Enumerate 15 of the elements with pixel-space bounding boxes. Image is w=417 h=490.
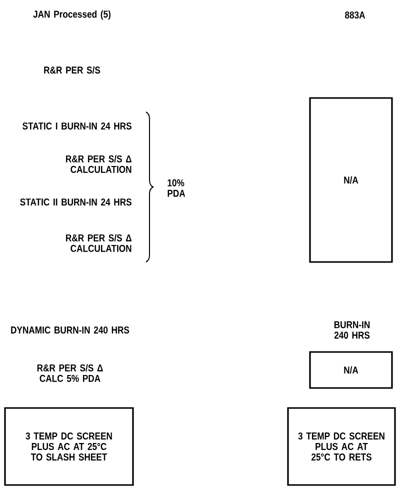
text-box: N/A <box>309 351 393 389</box>
step-label: R&R PER S/S Δ CALC 5% PDA <box>37 364 103 382</box>
text-box: 3 TEMP DC SCREEN PLUS AC AT 25°C TO RETS <box>287 407 396 486</box>
step-label: R&R PER S/S Δ CALCULATION <box>66 234 132 252</box>
step-label: DYNAMIC BURN-IN 240 HRS <box>11 326 130 334</box>
text-box: N/A <box>309 97 393 263</box>
brace-label: 10% PDA <box>168 179 186 197</box>
step-label: BURN-IN 240 HRS <box>334 321 370 339</box>
step-label: R&R PER S/S <box>44 66 100 74</box>
text-box: 3 TEMP DC SCREEN PLUS AC AT 25°C TO SLASH SHEET <box>4 407 134 486</box>
step-label: STATIC II BURN-IN 24 HRS <box>20 198 132 206</box>
column-heading: 883A <box>344 11 366 19</box>
step-label: STATIC I BURN-IN 24 HRS <box>22 122 132 130</box>
step-label: R&R PER S/S Δ CALCULATION <box>66 155 132 173</box>
column-heading: JAN Processed (5) <box>33 10 110 20</box>
